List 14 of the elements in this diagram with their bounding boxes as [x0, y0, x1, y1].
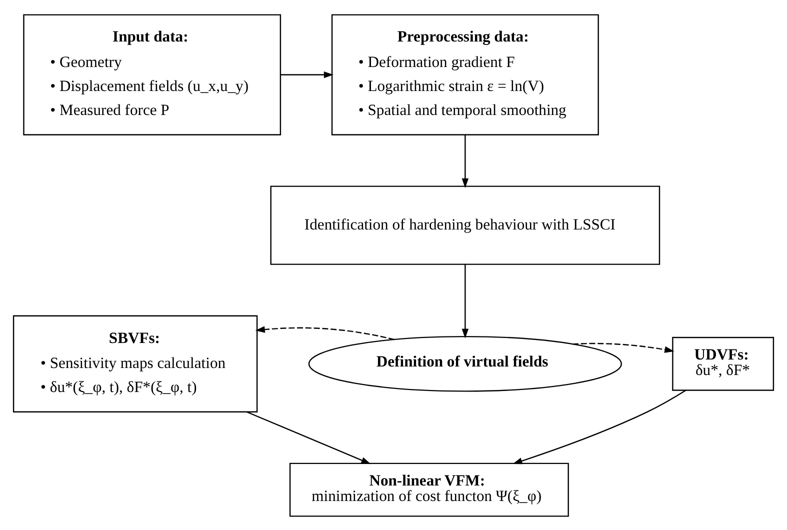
node-box: Preprocessing data: • Deformation gradient F • Logarithmic strain ε = ln(V) • Spatial and temporal smoothing: [331, 14, 599, 135]
arrow: [255, 326, 395, 340]
arrow: [280, 70, 334, 78]
node-ellipse: Definition of virtual fields: [308, 335, 622, 392]
node-box: UDVFs: δu*, δF*: [672, 336, 774, 390]
node-box: Identification of hardening behaviour with LSSCI: [270, 185, 660, 264]
node-box: SBVFs: • Sensitivity maps calculation • δu*(ξ_φ, t), δF*(ξ_φ, t): [12, 314, 258, 412]
node-box: Input data: • Geometry • Displacement fields (u_x,u_y) • Measured force P: [23, 14, 282, 135]
node-box: Non-linear VFM: minimization of cost functon Ψ(ξ_φ): [289, 462, 569, 516]
arrow: [246, 410, 371, 464]
arrow: [512, 389, 686, 464]
arrow: [462, 134, 469, 188]
arrow: [572, 342, 674, 352]
arrow: [462, 264, 469, 338]
